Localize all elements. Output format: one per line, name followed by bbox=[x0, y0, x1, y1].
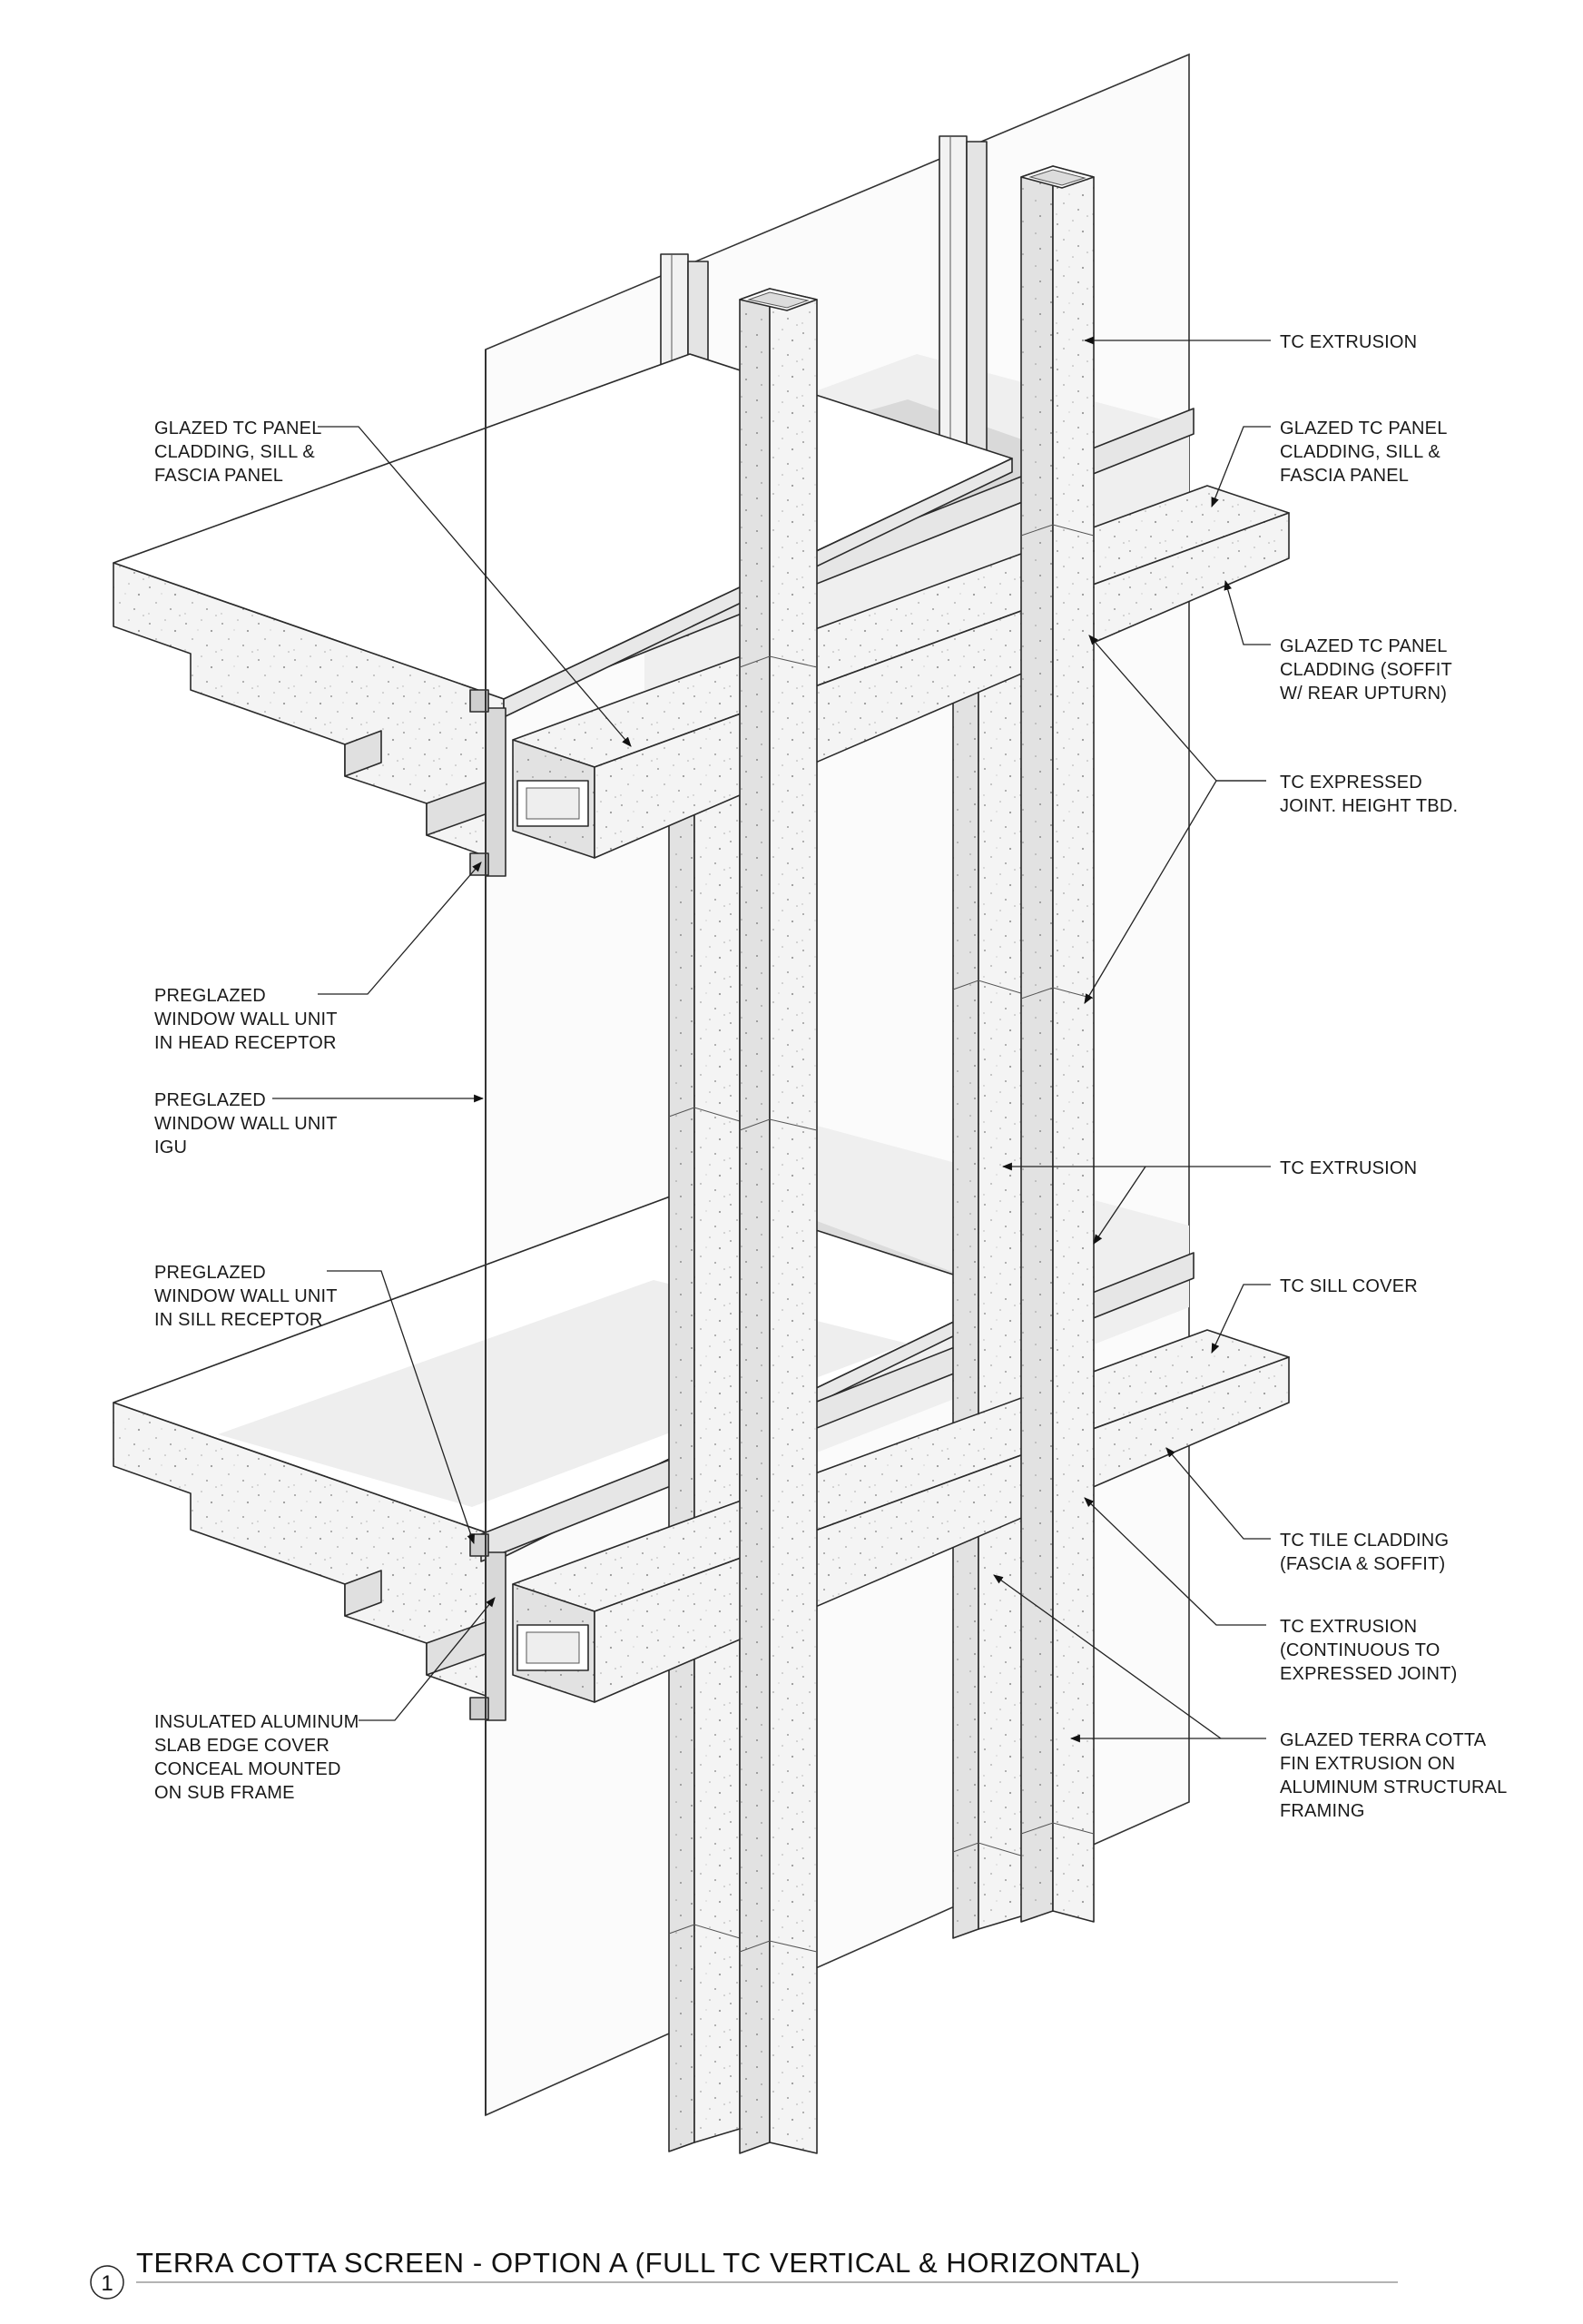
callout-tc-extrusion-cont-line3: EXPRESSED JOINT) bbox=[1280, 1664, 1457, 1684]
callouts-right: TC EXTRUSION GLAZED TC PANEL CLADDING, S… bbox=[1280, 332, 1507, 1821]
callout-slab-edge-line3: CONCEAL MOUNTED bbox=[154, 1759, 341, 1779]
callout-fin-line4: FRAMING bbox=[1280, 1801, 1365, 1821]
drawing-title-block: 1 TERRA COTTA SCREEN - OPTION A (FULL TC… bbox=[90, 2247, 1398, 2299]
callout-preglazed-sill-line1: PREGLAZED bbox=[154, 1263, 266, 1283]
callout-glazed-tc-panel-upper-line3: FASCIA PANEL bbox=[154, 466, 283, 486]
callout-preglazed-igu-line1: PREGLAZED bbox=[154, 1090, 266, 1110]
callout-fin-line3: ALUMINUM STRUCTURAL bbox=[1280, 1777, 1507, 1797]
tc-fin-rear-left bbox=[668, 789, 741, 2152]
detail-number: 1 bbox=[101, 2271, 113, 2296]
callout-tc-tile-cladding-line1: TC TILE CLADDING bbox=[1280, 1531, 1449, 1551]
callout-glazed-tc-panel-right-line2: CLADDING, SILL & bbox=[1280, 442, 1440, 462]
callout-tc-extrusion-mid: TC EXTRUSION bbox=[1280, 1158, 1417, 1178]
callout-expressed-joint-line1: TC EXPRESSED bbox=[1280, 773, 1422, 793]
callout-expressed-joint-line2: JOINT. HEIGHT TBD. bbox=[1280, 796, 1458, 816]
tc-fin-rear-right bbox=[952, 657, 1025, 1939]
callout-preglazed-head-line2: WINDOW WALL UNIT bbox=[154, 1009, 338, 1029]
detail-number-circle bbox=[90, 2265, 124, 2299]
callout-fin-line2: FIN EXTRUSION ON bbox=[1280, 1754, 1455, 1774]
callout-glazed-tc-panel-right-line3: FASCIA PANEL bbox=[1280, 466, 1409, 486]
callout-glazed-tc-panel-upper-line1: GLAZED TC PANEL bbox=[154, 419, 322, 438]
callout-preglazed-sill-line3: IN SILL RECEPTOR bbox=[154, 1310, 322, 1330]
callout-fin-line1: GLAZED TERRA COTTA bbox=[1280, 1730, 1487, 1750]
upper-sill-receptor bbox=[469, 689, 489, 713]
lower-head-receptor bbox=[469, 1533, 489, 1557]
callout-preglazed-head-line3: IN HEAD RECEPTOR bbox=[154, 1033, 337, 1053]
callout-preglazed-igu-line3: IGU bbox=[154, 1137, 187, 1157]
callout-soffit-line1: GLAZED TC PANEL bbox=[1280, 636, 1448, 656]
callout-soffit-line3: W/ REAR UPTURN) bbox=[1280, 684, 1447, 704]
tc-fin-front-left bbox=[739, 288, 818, 2154]
callout-tc-sill-cover: TC SILL COVER bbox=[1280, 1276, 1418, 1296]
callout-glazed-tc-panel-right-line1: GLAZED TC PANEL bbox=[1280, 419, 1448, 438]
callout-slab-edge-line2: SLAB EDGE COVER bbox=[154, 1736, 329, 1756]
callout-glazed-tc-panel-upper-line2: CLADDING, SILL & bbox=[154, 442, 315, 462]
upper-slab-edge-cover bbox=[485, 707, 506, 877]
callouts-left: GLAZED TC PANEL CLADDING, SILL & FASCIA … bbox=[154, 419, 359, 1803]
tc-fin-front-right bbox=[1020, 165, 1095, 1923]
callout-slab-edge-line4: ON SUB FRAME bbox=[154, 1783, 295, 1803]
callout-slab-edge-line1: INSULATED ALUMINUM bbox=[154, 1712, 359, 1732]
callout-preglazed-sill-line2: WINDOW WALL UNIT bbox=[154, 1286, 338, 1306]
callout-preglazed-igu-line2: WINDOW WALL UNIT bbox=[154, 1114, 338, 1134]
callout-tc-extrusion-cont-line1: TC EXTRUSION bbox=[1280, 1617, 1417, 1637]
leader-lines bbox=[272, 336, 1271, 1743]
callout-preglazed-head-line1: PREGLAZED bbox=[154, 986, 266, 1006]
drawing-title: TERRA COTTA SCREEN - OPTION A (FULL TC V… bbox=[136, 2247, 1141, 2279]
lower-slab-edge-cover bbox=[485, 1551, 506, 1721]
lower-sill-receptor bbox=[469, 1697, 489, 1720]
callout-tc-extrusion-cont-line2: (CONTINUOUS TO bbox=[1280, 1640, 1440, 1660]
callout-tc-tile-cladding-line2: (FASCIA & SOFFIT) bbox=[1280, 1554, 1445, 1574]
callout-tc-extrusion-top: TC EXTRUSION bbox=[1280, 332, 1417, 352]
callout-soffit-line2: CLADDING (SOFFIT bbox=[1280, 660, 1452, 680]
